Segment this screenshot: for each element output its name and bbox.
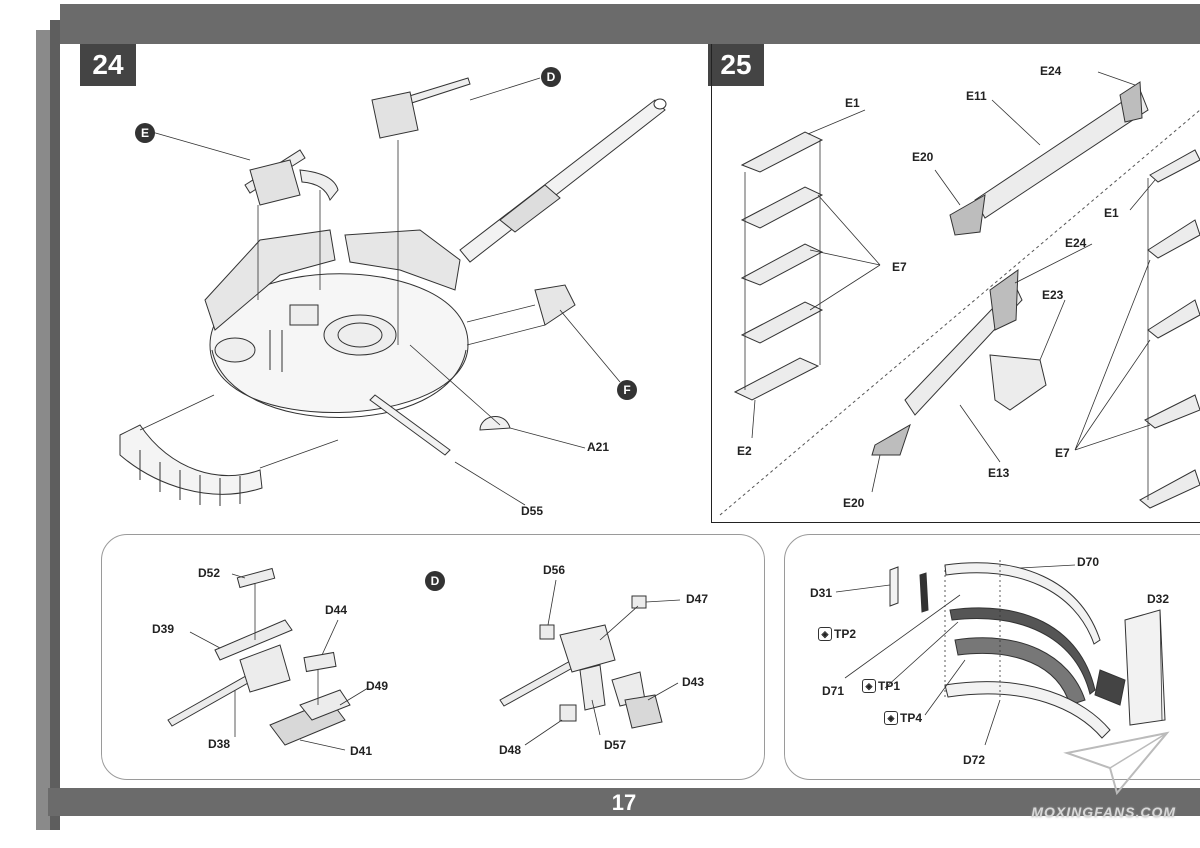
page-number: 17: [611, 790, 637, 815]
part-label-d38: D38: [208, 737, 231, 751]
part-label-d43: D43: [682, 675, 705, 689]
part-label-e1: E1: [845, 96, 860, 110]
paper-plane-logo-icon: [1063, 731, 1170, 796]
page-header-bar: [60, 4, 1200, 44]
part-label-e1-right: E1: [1104, 206, 1119, 220]
part-label-d56: D56: [543, 563, 566, 577]
part-label-d57: D57: [604, 738, 627, 752]
part-label-e20-top: E20: [912, 150, 934, 164]
photo-etch-icon: ◈: [884, 711, 898, 725]
part-label-d31: D31: [810, 586, 833, 600]
part-label-e24-bottom: E24: [1065, 236, 1087, 250]
part-label-e20-bottom: E20: [843, 496, 865, 510]
part-label-d47: D47: [686, 592, 709, 606]
step-24-badge: 24: [80, 44, 136, 86]
photo-etch-tp1: ◈ TP1: [862, 679, 900, 693]
part-label-d32: D32: [1147, 592, 1170, 606]
part-label-e13: E13: [988, 466, 1010, 480]
photo-etch-tp4: ◈ TP4: [884, 711, 922, 725]
callout-d-icon: D: [541, 67, 561, 87]
photo-etch-icon: ◈: [818, 627, 832, 641]
part-label-d72: D72: [963, 753, 986, 767]
part-label-d70: D70: [1077, 555, 1100, 569]
part-label-e7-right: E7: [1055, 446, 1070, 460]
photo-etch-tp2: ◈ TP2: [818, 627, 856, 641]
part-label-d71: D71: [822, 684, 845, 698]
page-footer-bar: 17: [48, 788, 1200, 816]
binding-edge-inner: [50, 20, 60, 830]
part-label-d41: D41: [350, 744, 373, 758]
part-label-d55: D55: [521, 504, 544, 518]
photo-etch-icon: ◈: [862, 679, 876, 693]
callout-d-sub-icon: D: [425, 571, 445, 591]
part-label-a21: A21: [587, 440, 610, 454]
part-label-e2: E2: [737, 444, 752, 458]
step-25-badge: 25: [708, 44, 764, 86]
part-label-d44: D44: [325, 603, 348, 617]
step-25-frame: [711, 44, 1200, 523]
part-label-e23: E23: [1042, 288, 1064, 302]
callout-f-icon: F: [617, 380, 637, 400]
part-label-d49: D49: [366, 679, 389, 693]
binding-edge: [36, 30, 50, 830]
step25-parts: [733, 81, 1200, 509]
watermark-text: MOXINGFANS.COM: [1031, 804, 1176, 820]
part-label-d39: D39: [152, 622, 175, 636]
part-label-d48: D48: [499, 743, 522, 757]
part-label-e24-top: E24: [1040, 64, 1062, 78]
part-label-e11: E11: [966, 89, 987, 103]
part-label-d52: D52: [198, 566, 221, 580]
turret-drawing: [119, 77, 667, 506]
callout-e-icon: E: [135, 123, 155, 143]
part-label-e7-left: E7: [892, 260, 907, 274]
